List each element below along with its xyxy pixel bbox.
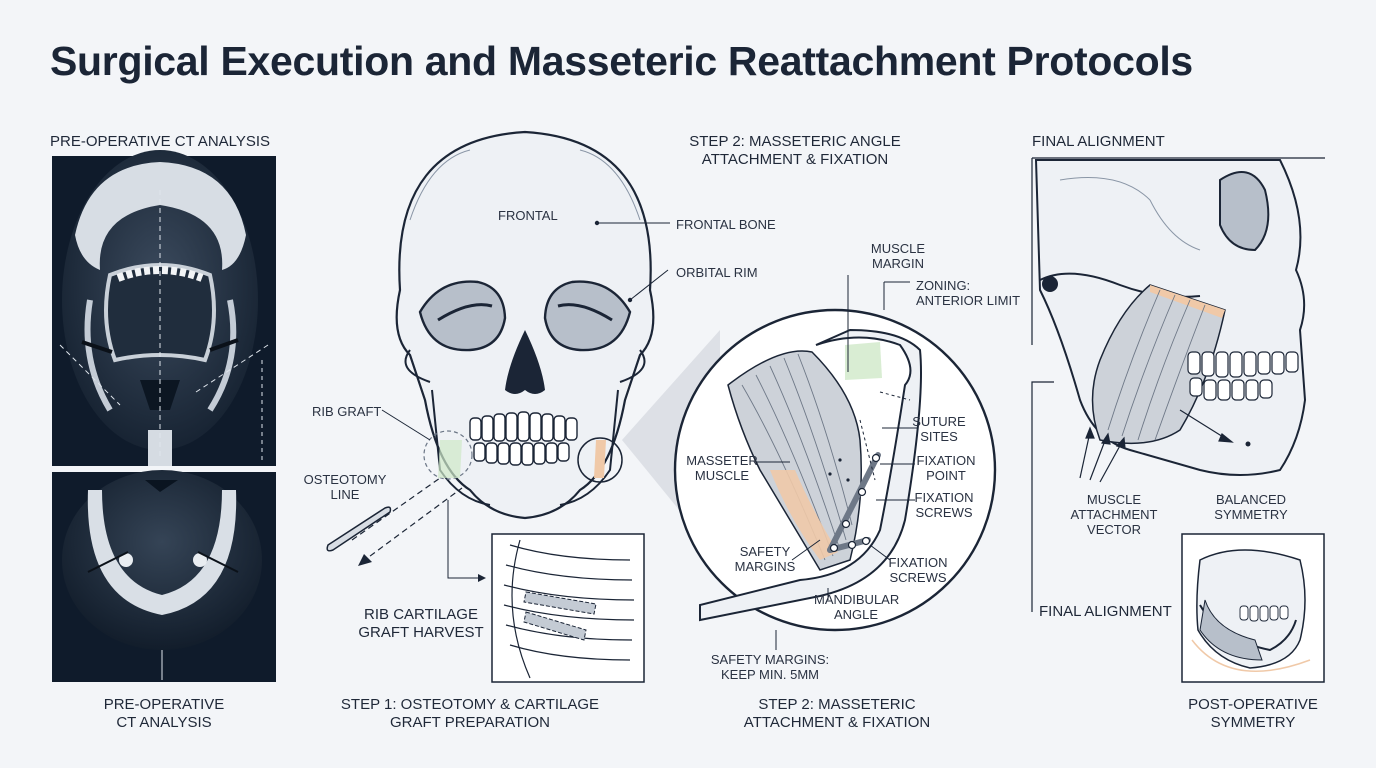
final-header: FINAL ALIGNMENT (1032, 133, 1165, 150)
label-fixation-point: FIXATION POINT (916, 453, 976, 483)
label-rib-graft: RIB GRAFT (312, 404, 382, 419)
label-orbital-rim: ORBITAL RIM (676, 265, 758, 280)
step2-caption: STEP 2: MASSETERIC ATTACHMENT & FIXATION (743, 696, 931, 731)
step1-caption: STEP 1: OSTEOTOMY & CARTILAGE GRAFT PREP… (340, 696, 600, 731)
label-final-alignment: FINAL ALIGNMENT (1039, 603, 1172, 620)
label-muscle-attachment-vector: MUSCLE ATTACHMENT VECTOR (1070, 492, 1158, 537)
label-osteotomy-line: OSTEOTOMY LINE (303, 472, 387, 502)
label-frontal: FRONTAL (498, 208, 558, 223)
label-mandibular-angle: MANDIBULAR ANGLE (814, 592, 900, 622)
page-title: Surgical Execution and Masseteric Reatta… (50, 38, 1193, 84)
label-fixation-screws-1: FIXATION SCREWS (914, 490, 974, 520)
label-safety-note: SAFETY MARGINS: KEEP MIN. 5mm (710, 652, 830, 682)
label-masseter-muscle: MASSETER MUSCLE (686, 453, 758, 483)
label-zoning-anterior-limit: ZONING: ANTERIOR LIMIT (916, 278, 1021, 308)
ct-panel-header: PRE-OPERATIVE CT ANALYSIS (50, 133, 271, 150)
label-fixation-screws-2: FIXATION SCREWS (888, 555, 948, 585)
final-caption: POST-OPERATIVE SYMMETRY (1188, 696, 1318, 731)
label-suture-sites: SUTURE SITES (912, 414, 966, 444)
label-balanced-symmetry: BALANCED SYMMETRY (1214, 492, 1288, 522)
ct-panel-caption: PRE-OPERATIVE CT ANALYSIS (103, 696, 225, 731)
step2-header: STEP 2: MASSETERIC ANGLE ATTACHMENT & FI… (689, 133, 901, 168)
label-safety-margins: SAFETY MARGINS (734, 544, 796, 574)
label-rib-cartilage-harvest: RIB CARTILAGE GRAFT HARVEST (358, 606, 484, 641)
label-frontal-bone: FRONTAL BONE (676, 217, 776, 232)
label-muscle-margin: MUSCLE MARGIN (870, 241, 926, 271)
